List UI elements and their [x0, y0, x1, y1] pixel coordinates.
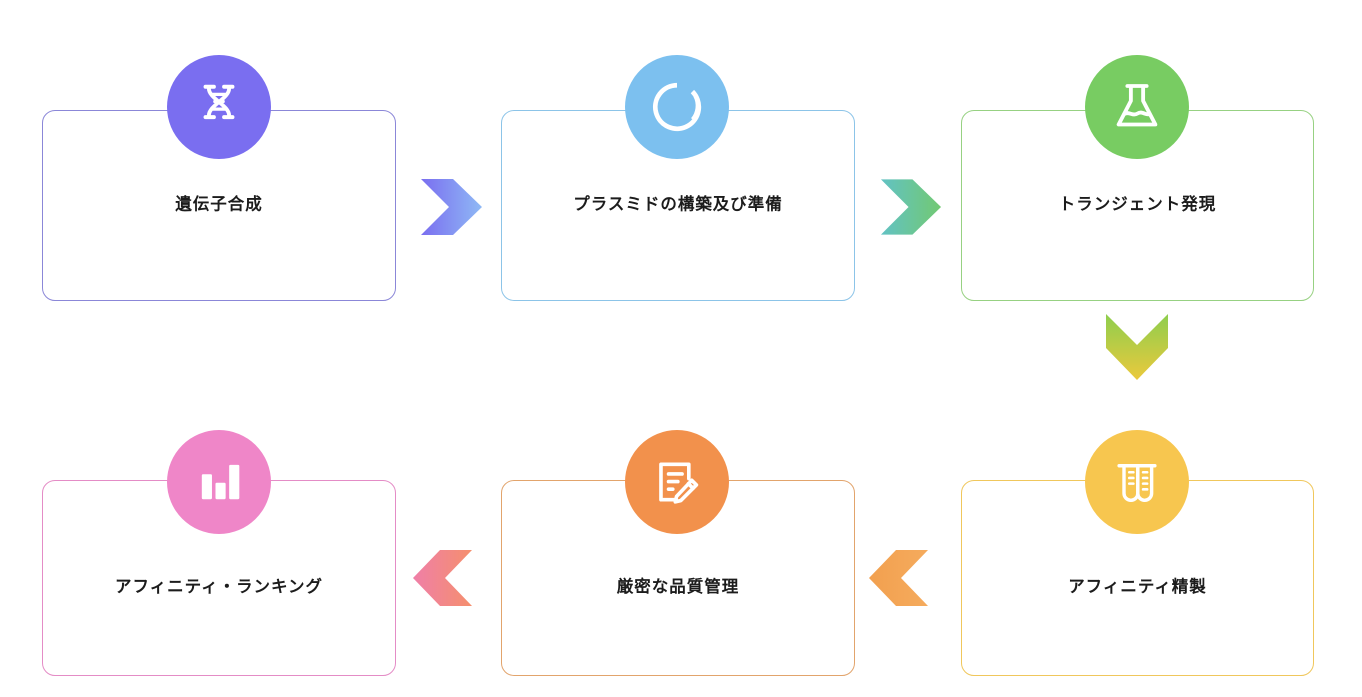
connector-arrow-left-2: [412, 548, 474, 608]
connector-arrow-right-1: [419, 177, 484, 237]
flask-icon: [1085, 55, 1189, 159]
connector-arrow-left-1: [868, 548, 930, 608]
bar-chart-icon: [167, 430, 271, 534]
dna-helix-icon: [167, 55, 271, 159]
step-label: トランジェント発現: [1058, 195, 1217, 214]
step-card-affinity-ranking[interactable]: アフィニティ・ランキング: [42, 480, 396, 676]
connector-arrow-right-2: [879, 177, 943, 237]
plasmid-ring-icon: [625, 55, 729, 159]
step-label: 厳密な品質管理: [616, 578, 740, 597]
document-pencil-icon: [625, 430, 729, 534]
step-label: プラスミドの構築及び準備: [573, 195, 783, 214]
test-tubes-icon: [1085, 430, 1189, 534]
connector-arrow-down-1: [1104, 312, 1170, 382]
step-label: アフィニティ精製: [1068, 578, 1207, 597]
step-label: アフィニティ・ランキング: [114, 578, 324, 597]
step-label: 遺伝子合成: [175, 195, 263, 214]
